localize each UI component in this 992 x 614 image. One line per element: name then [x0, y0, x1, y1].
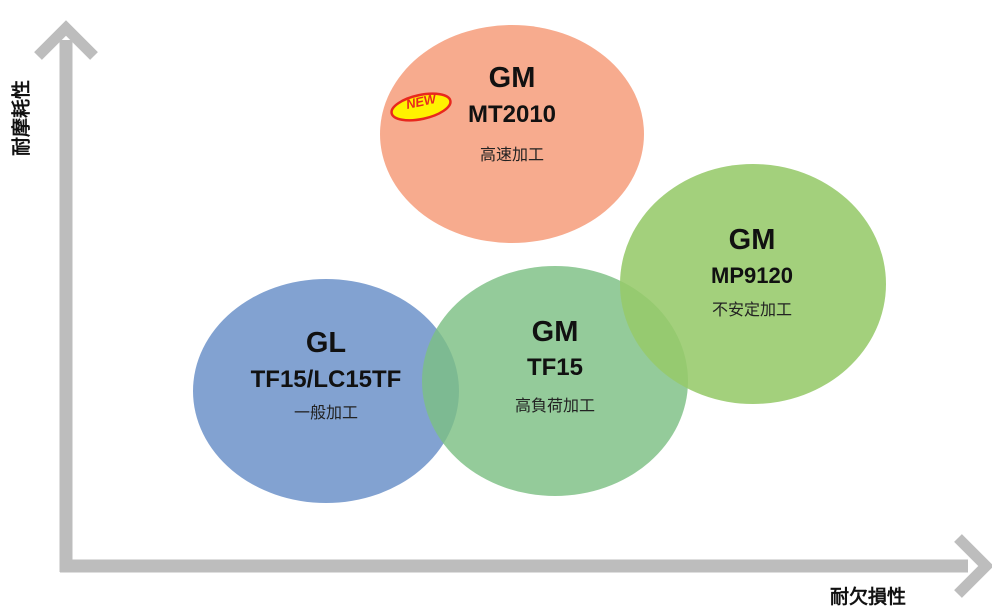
mp9120-code: MP9120: [711, 263, 793, 288]
mt2010-code: MT2010: [467, 101, 557, 128]
new-badge-shape: [390, 92, 452, 122]
mp9120-grade: GM: [728, 224, 776, 256]
mp9120-desc: 不安定加工: [711, 300, 792, 319]
axes: [34, 20, 992, 598]
mt2010-grade: GM: [488, 62, 536, 94]
y-axis-label: 耐摩耗性: [10, 79, 33, 157]
ellipse-gl: [193, 279, 459, 503]
mt2010-desc: 高速加工: [479, 145, 544, 164]
tf15-desc: 高負荷加工: [514, 396, 595, 415]
new-badge: [390, 92, 452, 122]
x-axis-label: 耐欠損性: [830, 586, 907, 608]
gl-code: TF15/LC15TF: [250, 366, 402, 393]
tf15-code: TF15: [526, 354, 583, 381]
ellipse-mt2010: [380, 25, 644, 243]
ellipse-tf15: [422, 266, 688, 496]
x-axis-arrowhead: [954, 534, 992, 598]
y-axis-arrowhead: [34, 20, 98, 60]
ellipse-mp9120: [620, 164, 886, 404]
gl-desc: 一般加工: [293, 403, 358, 422]
tf15-grade: GM: [531, 316, 579, 348]
gl-grade: GL: [305, 327, 347, 359]
